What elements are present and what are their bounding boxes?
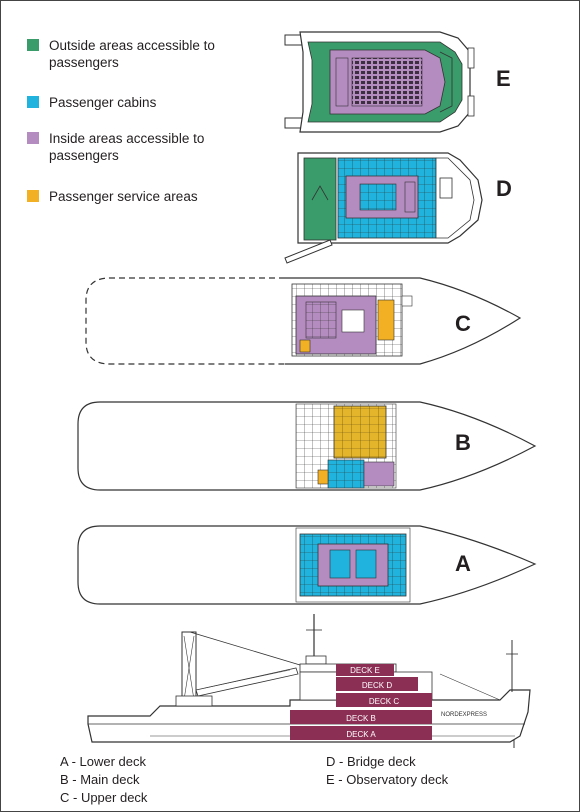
deck-b-band: [290, 710, 432, 724]
deck-a-band: [290, 726, 432, 740]
legend-label: Passenger service areas: [49, 189, 198, 204]
deck-a-plan: [77, 525, 537, 605]
profile-label-deck-d: DECK D: [362, 681, 392, 690]
deck-letter-a: A: [455, 551, 471, 576]
deck-letter-d: D: [496, 176, 512, 201]
profile-label-deck-c: DECK C: [369, 697, 399, 706]
key-d: D - Bridge deck: [326, 754, 416, 769]
key-b: B - Main deck: [60, 772, 140, 787]
key-a: A - Lower deck: [60, 754, 146, 769]
deck-letter-c: C: [455, 311, 471, 336]
deck-letter-b: B: [455, 430, 471, 455]
profile-label-deck-b: DECK B: [346, 714, 376, 723]
deck-c-band: [336, 693, 432, 707]
ship-profile: DECK E DECK D DECK C DECK B DECK A NORDE…: [87, 614, 531, 748]
deck-e-band: [336, 664, 394, 676]
deck-c-plan: [85, 277, 522, 365]
legend-label: Outside areas accessible to passengers: [49, 38, 215, 70]
deck-d-plan: [284, 152, 483, 264]
outside-swatch: [27, 39, 39, 51]
deck-letter-e: E: [496, 66, 511, 91]
deck-b-plan: [77, 401, 537, 491]
profile-label-deck-e: DECK E: [350, 666, 380, 675]
key-e: E - Observatory deck: [326, 772, 449, 787]
legend-label: Inside areas accessible to passengers: [49, 131, 205, 163]
service-swatch: [27, 190, 39, 202]
key-c: C - Upper deck: [60, 790, 148, 805]
legend-label: Passenger cabins: [49, 95, 157, 110]
cabins-swatch: [27, 96, 39, 108]
deck-e-plan: [284, 31, 475, 133]
ship-name: NORDEXPRESS: [441, 712, 487, 718]
deck-d-band: [336, 677, 418, 691]
inside-swatch: [27, 132, 39, 144]
profile-label-deck-a: DECK A: [346, 730, 376, 739]
